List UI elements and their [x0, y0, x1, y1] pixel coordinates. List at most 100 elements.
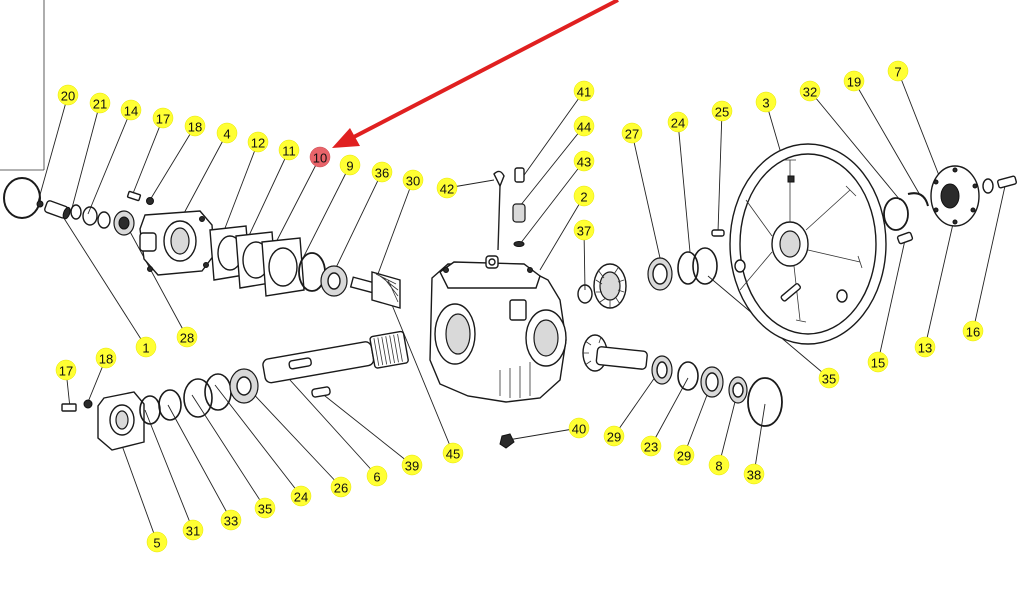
- callout-8: 8: [708, 454, 730, 476]
- callout-badge: [573, 115, 595, 137]
- callout-29: 29: [603, 425, 625, 447]
- callout-number: 10: [313, 151, 327, 166]
- callout-badge: [573, 150, 595, 172]
- callout-badge: [220, 509, 242, 531]
- callout-33: 33: [220, 509, 242, 531]
- right-bearings: [647, 229, 783, 427]
- callout-21: 21: [89, 92, 111, 114]
- leader-line-26: [244, 384, 342, 488]
- callout-45: 45: [442, 442, 464, 464]
- leader-line-20: [37, 94, 69, 203]
- leader-line-28: [127, 227, 188, 338]
- callout-25: 25: [711, 100, 733, 122]
- callout-badge: [254, 497, 276, 519]
- callout-badge: [621, 122, 643, 144]
- callout-number: 9: [346, 159, 353, 174]
- callout-badge: [57, 84, 79, 106]
- callout-badge: [743, 463, 765, 485]
- leader-line-38: [753, 403, 766, 475]
- callout-number: 44: [577, 120, 591, 135]
- callout-number: 3: [762, 96, 769, 111]
- leader-line-36: [331, 171, 383, 277]
- callout-number: 38: [747, 468, 761, 483]
- callout-badge: [55, 359, 77, 381]
- leader-line-12: [221, 141, 259, 237]
- callout-number: 13: [918, 341, 932, 356]
- callout-badge: [843, 70, 865, 92]
- callout-badge: [176, 326, 198, 348]
- callout-29: 29: [673, 444, 695, 466]
- callout-number: 33: [224, 514, 238, 529]
- callout-36: 36: [371, 161, 393, 183]
- leader-line-18: [149, 125, 196, 201]
- breather-parts: [493, 167, 526, 251]
- callout-badge: [673, 444, 695, 466]
- callout-number: 24: [294, 490, 308, 505]
- callout-badge: [436, 177, 458, 199]
- callout-number: 35: [258, 502, 272, 517]
- leader-line-6: [289, 379, 378, 477]
- callout-number: 28: [180, 331, 194, 346]
- callout-badge: [442, 442, 464, 464]
- callout-2: 2: [573, 185, 595, 207]
- callout-16: 16: [962, 320, 984, 342]
- drain-plug: [499, 433, 515, 449]
- leader-line-23: [650, 377, 689, 447]
- callout-badge: [573, 80, 595, 102]
- callout-41: 41: [573, 80, 595, 102]
- leader-line-27: [631, 132, 661, 259]
- callout-number: 25: [715, 105, 729, 120]
- callout-42: 42: [436, 177, 458, 199]
- callout-badge: [568, 417, 590, 439]
- leader-line-29: [613, 369, 661, 437]
- callout-badge: [89, 92, 111, 114]
- leader-line-40: [507, 427, 580, 441]
- leader-line-19: [853, 80, 921, 196]
- callout-number: 18: [188, 120, 202, 135]
- callout-badge: [914, 336, 936, 358]
- callout-13: 13: [914, 336, 936, 358]
- leader-lines: [37, 70, 1006, 543]
- callout-number: 16: [966, 325, 980, 340]
- callout-43: 43: [573, 150, 595, 172]
- callout-number: 17: [59, 364, 73, 379]
- crown-gears: [577, 263, 648, 372]
- frame-fragment: [0, 0, 45, 171]
- callout-badge: [366, 465, 388, 487]
- leader-line-17: [131, 117, 164, 197]
- callout-number: 26: [334, 481, 348, 496]
- callout-number: 36: [375, 166, 389, 181]
- leader-line-24: [214, 384, 302, 497]
- callout-badge: [184, 115, 206, 137]
- callout-12: 12: [247, 131, 269, 153]
- callout-number: 15: [871, 356, 885, 371]
- leader-line-39: [319, 391, 413, 466]
- leader-line-41: [521, 90, 585, 179]
- leader-line-7: [897, 70, 941, 179]
- leader-line-13: [924, 214, 956, 348]
- callout-15: 15: [867, 351, 889, 373]
- callout-badge: [330, 476, 352, 498]
- callout-number: 43: [577, 155, 591, 170]
- callout-number: 4: [223, 127, 230, 142]
- leader-line-30: [371, 179, 414, 291]
- callout-badge: [603, 425, 625, 447]
- callout-number: 37: [577, 224, 591, 239]
- callout-badge: [573, 185, 595, 207]
- callout-40: 40: [568, 417, 590, 439]
- leader-line-32: [809, 90, 901, 201]
- callout-badge: [182, 519, 204, 541]
- callout-number: 27: [625, 127, 639, 142]
- callout-18: 18: [184, 115, 206, 137]
- callout-badge: [120, 99, 142, 121]
- leader-line-5: [119, 439, 158, 543]
- callout-number: 19: [847, 75, 861, 90]
- callout-31: 31: [182, 519, 204, 541]
- callout-badge: [309, 146, 331, 168]
- callout-7: 7: [887, 60, 909, 82]
- leader-line-14: [87, 109, 132, 215]
- callout-badge: [135, 336, 157, 358]
- callout-number: 39: [405, 459, 419, 474]
- callout-number: 23: [644, 440, 658, 455]
- callout-24: 24: [667, 111, 689, 133]
